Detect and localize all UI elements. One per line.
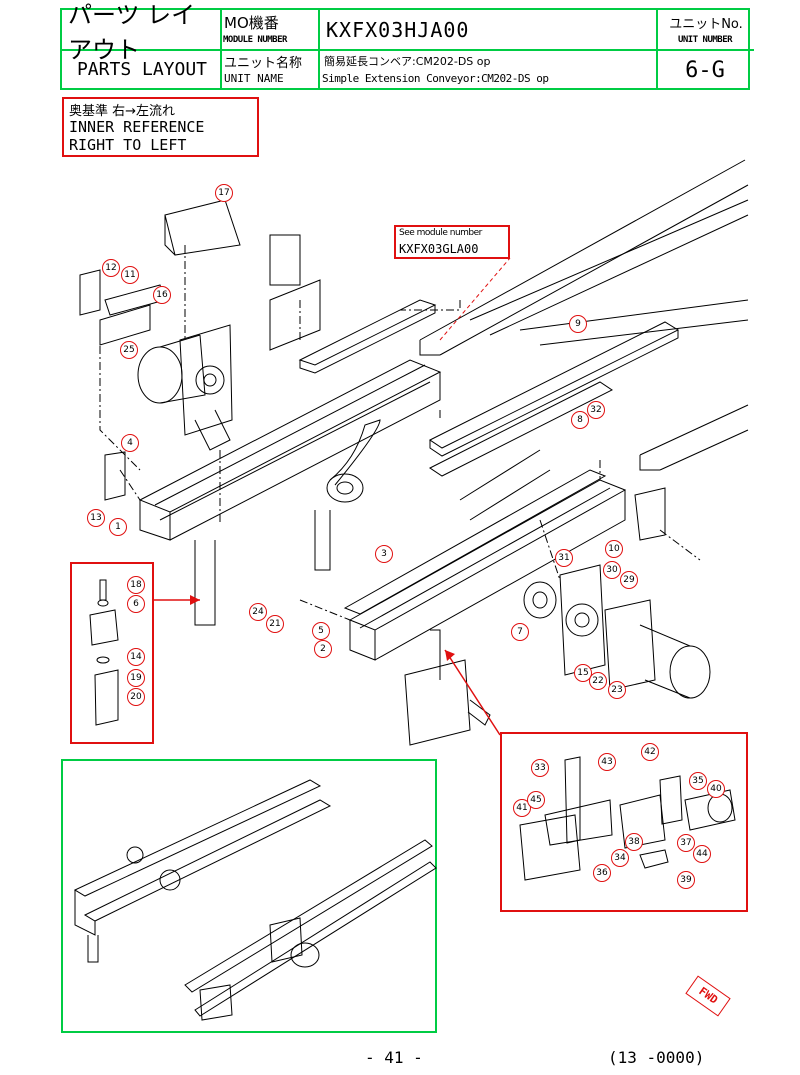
- part-number-balloon: 24: [249, 603, 267, 621]
- part-number-balloon: 20: [127, 688, 145, 706]
- part-number-balloon: 44: [693, 845, 711, 863]
- part-number-balloon: 37: [677, 834, 695, 852]
- part-number-balloon: 23: [608, 681, 626, 699]
- part-number-balloon: 22: [589, 672, 607, 690]
- part-number-balloon: 3: [375, 545, 393, 563]
- part-number-balloon: 34: [611, 849, 629, 867]
- part-number-balloon: 43: [598, 753, 616, 771]
- mo-label-jp: MO機番: [224, 13, 279, 32]
- part-number-balloon: 41: [513, 799, 531, 817]
- part-number-balloon: 21: [266, 615, 284, 633]
- part-number-balloon: 31: [555, 549, 573, 567]
- part-number-balloon: 1: [109, 518, 127, 536]
- part-number-balloon: 4: [121, 434, 139, 452]
- part-number-balloon: 7: [511, 623, 529, 641]
- part-number-balloon: 42: [641, 743, 659, 761]
- part-number-balloon: 16: [153, 286, 171, 304]
- part-number-balloon: 32: [587, 401, 605, 419]
- part-number-balloon: 17: [215, 184, 233, 202]
- part-number-balloon: 10: [605, 540, 623, 558]
- part-number-balloon: 13: [87, 509, 105, 527]
- inset-a-parts: [89, 579, 119, 726]
- part-number-balloon: 38: [625, 833, 643, 851]
- document-code: (13 -0000): [608, 1048, 705, 1067]
- unit-no-label-jp: ユニットNo.: [669, 16, 743, 32]
- overview-parts: [73, 779, 437, 1021]
- part-number-balloon: 12: [102, 259, 120, 277]
- unit-number-value: 6-G: [685, 57, 725, 83]
- part-number-balloon: 2: [314, 640, 332, 658]
- see-module-line2: KXFX03GLA00: [399, 242, 479, 256]
- unit-name-label-jp: ユニット名称: [224, 55, 303, 71]
- unit-name-label: UNIT NAME: [224, 72, 284, 85]
- part-number-balloon: 18: [127, 576, 145, 594]
- parts-layout-en: PARTS LAYOUT: [76, 58, 208, 80]
- part-number-balloon: 25: [120, 341, 138, 359]
- part-number-balloon: 9: [569, 315, 587, 333]
- unit-number-label: UNIT NUMBER: [677, 35, 733, 45]
- part-number-balloon: 19: [127, 669, 145, 687]
- unit-name-jp: 簡易延長コンベア:CM202-DS op: [324, 55, 491, 68]
- part-number-balloon: 14: [127, 648, 145, 666]
- part-number-balloon: 6: [127, 595, 145, 613]
- part-number-balloon: 5: [312, 622, 330, 640]
- part-number-balloon: 11: [121, 266, 139, 284]
- unit-name-en: Simple Extension Conveyor:CM202-DS op: [322, 72, 549, 85]
- part-number-balloon: 40: [707, 780, 725, 798]
- part-number-balloon: 35: [689, 772, 707, 790]
- part-number-balloon: 8: [571, 411, 589, 429]
- module-number-label: MODULE NUMBER: [223, 35, 287, 45]
- part-number-balloon: 29: [620, 571, 638, 589]
- part-number-balloon: 39: [677, 871, 695, 889]
- reference-note: 奥基準 右→左流れ INNER REFERENCE RIGHT TO LEFT: [62, 97, 259, 157]
- reference-line2: INNER REFERENCE: [69, 118, 205, 136]
- reference-line3: RIGHT TO LEFT: [69, 136, 187, 154]
- module-number-value: KXFX03HJA00: [326, 18, 470, 42]
- see-module-line1: See module number: [399, 228, 482, 238]
- page-number: - 41 -: [365, 1048, 423, 1067]
- part-number-balloon: 36: [593, 864, 611, 882]
- part-number-balloon: 30: [603, 561, 621, 579]
- reference-line1: 奥基準 右→左流れ: [69, 104, 176, 119]
- part-number-balloon: 45: [527, 791, 545, 809]
- part-number-balloon: 33: [531, 759, 549, 777]
- see-module-callout: See module number KXFX03GLA00: [394, 225, 510, 259]
